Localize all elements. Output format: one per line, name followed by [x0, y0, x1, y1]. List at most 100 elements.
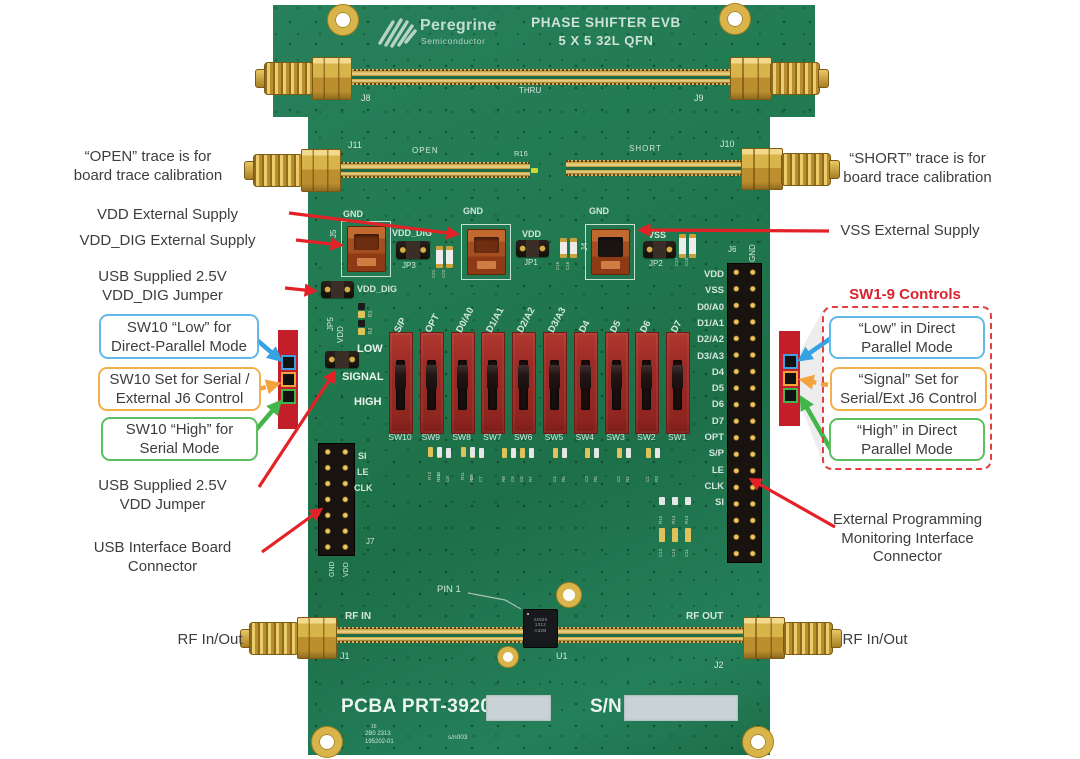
passive-chip: [479, 448, 484, 458]
jp5-jumper: [325, 351, 359, 368]
resistor-ref-label: R1: [368, 310, 374, 317]
switch-ref-label: SW1: [667, 432, 687, 442]
passive-chip: [437, 447, 442, 457]
dip-switch: [481, 332, 506, 434]
silk-jp5-label: JP5: [326, 317, 335, 331]
annotation-line: USB Interface Board: [93, 539, 232, 556]
switch-ref-label: SW7: [483, 432, 502, 442]
terminal-outline: [585, 224, 635, 280]
annotation-line: Connector: [872, 548, 943, 565]
usb-vdd-dig-annotation: USB Supplied 2.5V VDD_DIG Jumper: [60, 268, 265, 305]
j6-pin-label: D6: [711, 399, 724, 411]
cap-chip: [685, 528, 691, 542]
vss-terminal: [591, 229, 630, 275]
ext-programming-annotation: External Programming Monitoring Interfac…: [815, 511, 1000, 567]
j6-header-connector: [727, 263, 762, 563]
switch-ref-label: SW6: [513, 432, 533, 442]
silk-vdd-rot-label: VDD: [336, 326, 345, 343]
sw10-signal-callout-box: SW10 Set for Serial / External J6 Contro…: [98, 367, 261, 411]
passive-ref-label: R12: [427, 471, 432, 480]
passive-ref-label: R5: [593, 476, 598, 482]
vdd-dig-supply-annotation: VDD_DIG External Supply: [79, 232, 256, 249]
passive-ref-label: R8: [501, 476, 506, 482]
jp3-jumper: [396, 241, 430, 259]
annotation-line: Serial/Ext J6 Control: [840, 390, 977, 407]
silk-j7-si-label: SI: [358, 451, 367, 461]
silk-gnd-label: GND: [589, 206, 609, 216]
cap-chip: [689, 234, 696, 258]
annotation-line: Parallel Mode: [861, 440, 953, 458]
annotation-line: Monitoring Interface: [841, 529, 974, 547]
annotation-line: VDD_DIG Jumper: [102, 286, 223, 304]
passive-chip: [502, 448, 507, 458]
pcba-blank-plate: [486, 695, 551, 721]
annotation-line: Direct-Parallel Mode: [111, 337, 247, 355]
passive-chip: [553, 448, 558, 458]
cap-ref-label: C15: [555, 261, 560, 270]
passive-ref-label: C1: [645, 476, 650, 482]
silk-j7-clk-label: CLK: [354, 483, 373, 493]
passive-chip: [520, 448, 525, 458]
passive-ref-label: C2: [616, 476, 621, 482]
annotation-line: board trace calibration: [843, 168, 992, 186]
switch-ref-label: SW5: [544, 432, 564, 442]
sma-connector-j9: [730, 57, 772, 100]
passive-ref-label: C9: [469, 474, 474, 480]
silk-short-label: SHORT: [629, 144, 662, 153]
vdd-terminal: [467, 229, 506, 275]
passive-ref-label: C8: [445, 476, 450, 482]
dip-switch: [450, 332, 475, 434]
j6-pin-label: D2/A2: [697, 334, 724, 346]
passive-ref-label: C5: [519, 476, 524, 482]
sw10-high-callout-box: SW10 “High” for Serial Mode: [101, 417, 258, 461]
sma-connector-barrel: [264, 62, 314, 95]
cap-chip: [679, 234, 686, 258]
vss-supply-annotation: VSS External Supply: [840, 222, 980, 239]
mounting-hole: [743, 727, 773, 757]
passive-ref-label: R4: [625, 476, 630, 482]
silk-j7-vdd-label: VDD: [343, 562, 350, 577]
passive-ref-label: C3: [584, 476, 589, 482]
switch-ref-label: SW2: [637, 432, 656, 442]
resistor-chip: [672, 497, 678, 505]
annotation-line: SW10 “Low” for: [126, 318, 232, 336]
silk-j1-label: J1: [340, 651, 350, 661]
rf-out-trace: [556, 627, 744, 643]
smd-pad: [358, 328, 365, 335]
passive-chip: [461, 447, 466, 457]
sma-connector-j2: [743, 617, 785, 659]
silk-sn-label: S/N: [590, 696, 622, 717]
silk-gnd-label: GND: [343, 209, 363, 219]
silk-vdd-label: VDD: [522, 229, 542, 239]
rf-inout-left-annotation: RF In/Out: [177, 631, 243, 648]
silk-pcba-label: PCBA PRT-39204: [341, 696, 503, 717]
cap-chip: [560, 238, 567, 258]
silk-j4-label: J4: [580, 242, 589, 251]
passive-ref-label: C6: [510, 476, 515, 482]
sw19-controls-title: SW1-9 Controls: [849, 286, 961, 303]
silk-rf-out-label: RF OUT: [686, 611, 724, 622]
cap-chip: [446, 246, 453, 268]
annotation-line: “High” in Direct: [856, 421, 958, 439]
dip-switch: [573, 332, 598, 434]
sma-connector-barrel: [253, 154, 303, 187]
cap-ref-label: C17: [674, 257, 679, 266]
open-trace: [338, 162, 530, 178]
silk-signal-label: SIGNAL: [342, 371, 384, 383]
j6-pin-label: D5: [711, 383, 724, 395]
sw19-controls-group-box: [822, 306, 992, 470]
chip-marking-line: 44820: [533, 617, 548, 622]
annotation-line: “Signal” Set for: [858, 371, 959, 388]
j6-pin-label: LE: [711, 464, 724, 476]
silk-j9-label: J9: [694, 93, 704, 103]
vdd-supply-annotation: VDD External Supply: [97, 206, 238, 223]
sw19-low-position-marker: [783, 354, 798, 369]
cap-chip: [659, 528, 665, 542]
passive-ref-label: R3: [654, 476, 659, 482]
passive-ref-label: R11: [460, 472, 465, 480]
passive-chip: [585, 448, 590, 458]
sw19-signal-position-marker: [783, 371, 798, 386]
silk-u1-label: U1: [556, 651, 568, 661]
resistor-ref-label: R15: [658, 515, 663, 524]
resistor-chip: [685, 497, 691, 505]
